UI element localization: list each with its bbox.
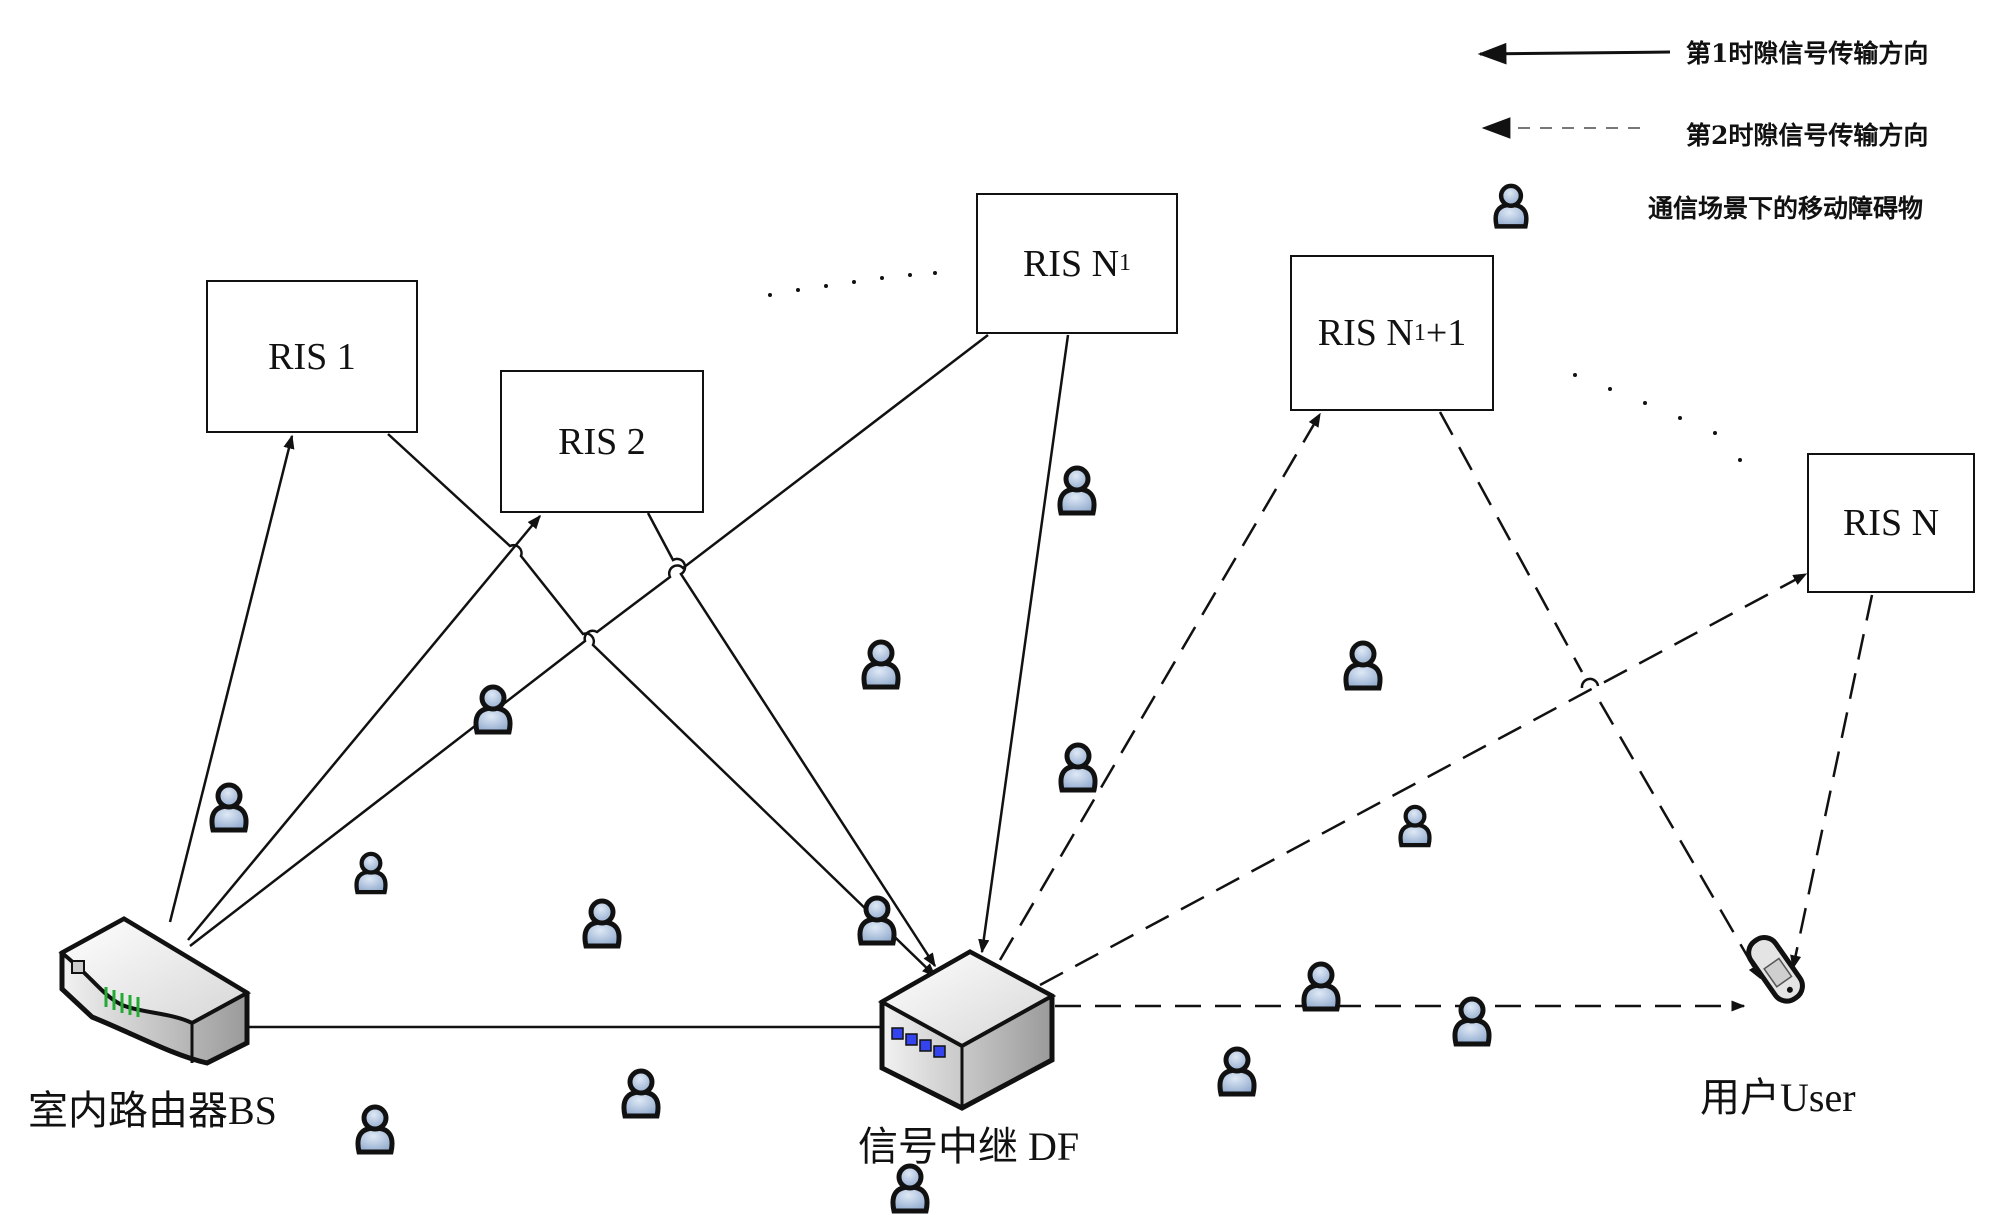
link-relay-risn [1039,572,1808,987]
ris-n-label: RIS N [1842,502,1940,544]
person-icon [864,642,898,687]
person-icon [893,1166,927,1211]
person-icon [1061,745,1095,790]
person-icon [1455,999,1489,1044]
legend-slot2-label: 第2时隙信号传输方向 [1686,121,1929,150]
link-bs-ris1 [168,434,295,923]
user-phone-icon [1746,935,1805,1004]
crossing-hop [1580,677,1600,689]
ris-2-box: RIS 2 [500,370,704,513]
person-icon [1220,1049,1254,1094]
user-label: 用户User [1700,1075,1856,1120]
ris-1-label: RIS 1 [268,335,356,378]
ris-1-box: RIS 1 [206,280,418,433]
person-icon [212,785,246,830]
person-icon [1060,468,1094,513]
legend-slot1-label: 第1时隙信号传输方向 [1686,39,1929,68]
router-bs-icon [58,916,252,1066]
person-icon [358,1107,392,1152]
ris-n1-plus1-label: RIS N [1317,312,1414,354]
link-ris2-relay [646,512,937,968]
bs-label: 室内路由器BS [28,1088,277,1133]
ellipsis-dots-left [768,271,937,297]
link-relay-risn1p1 [998,412,1322,961]
person-icon [1401,807,1430,845]
ris-n1-plus1-tail: +1 [1425,312,1467,354]
person-icon [357,854,386,892]
person-icon [476,687,510,732]
relay-label: 信号中继 DF [858,1124,1080,1169]
ris-2-label: RIS 2 [558,420,646,463]
obstacle-persons [212,468,1489,1211]
link-risn-user [1790,594,1874,970]
legend-obstacle-icon [1496,186,1527,227]
link-risn1p1-user [1438,411,1760,978]
person-icon [860,898,894,943]
person-icon [624,1071,658,1116]
person-icon [1304,964,1338,1009]
ris-n-box: RIS N [1807,453,1975,593]
legend-slot1-arrow [1477,42,1671,65]
link-bs-ris2 [187,514,541,941]
relay-df-icon [877,949,1057,1111]
person-icon [585,901,619,946]
person-icon [1346,643,1380,688]
link-risn1-relay [978,334,1070,954]
link-risn1-bs [189,334,989,947]
ris-n1-plus1-subscript: 1 [1413,319,1426,346]
legend-obstacle-label: 通信场景下的移动障碍物 [1648,194,1924,223]
ris-n1-label: RIS N [1022,242,1120,285]
link-ris1-relay [387,433,937,977]
ellipsis-dots-right [1573,373,1742,462]
ris-n1-subscript: 1 [1119,250,1132,276]
